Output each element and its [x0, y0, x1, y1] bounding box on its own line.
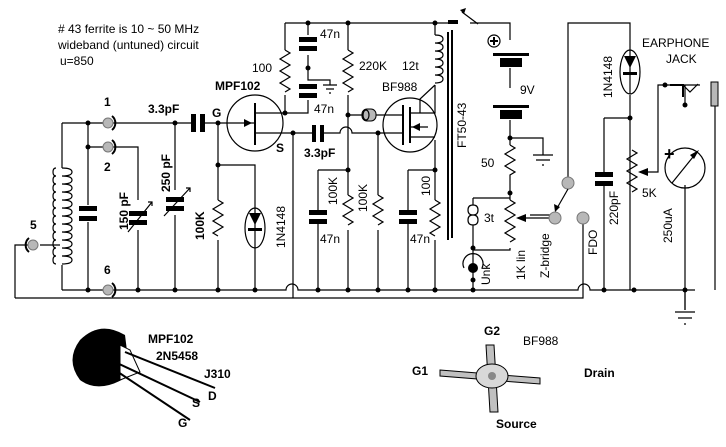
capacitor-shunt	[79, 206, 97, 221]
capacitor-couple-3p3	[312, 125, 324, 142]
diode-gate-1n4148	[244, 205, 266, 250]
note-line-3: u=850	[60, 54, 94, 68]
ground-icon	[533, 154, 553, 166]
earphone-label: EARPHONE	[642, 36, 709, 50]
meter-250ua	[664, 147, 706, 189]
resistor-100k-a	[341, 194, 355, 226]
terminal-6[interactable]	[102, 282, 117, 298]
resistor-50	[503, 144, 517, 178]
cap-47n-a-label: 47n	[320, 232, 340, 246]
source-label: S	[276, 141, 284, 155]
ground-icon	[323, 84, 337, 94]
mosfet-package-drawing	[439, 344, 541, 413]
mosfet-pinout-name: BF988	[523, 334, 559, 348]
couple-cap-label: 3.3pF	[304, 146, 335, 160]
resistor-gate-100k	[211, 199, 225, 237]
ground-icon	[675, 311, 695, 325]
gate-resistor-label: 100K	[193, 211, 207, 240]
mosfet-bf988	[382, 84, 438, 153]
detector-diode-label: 1N4148	[601, 56, 615, 98]
junction-dots	[85, 20, 688, 293]
power-switch[interactable]	[448, 8, 479, 25]
resistor-drain-100	[278, 49, 292, 93]
meter-plus-sign: +	[664, 144, 675, 164]
jfet-pinout-name-1: MPF102	[148, 332, 194, 346]
mosfet-pin-g1: G1	[412, 364, 428, 378]
pot-1k-label: 1K lin	[514, 250, 528, 280]
capacitor-220pf	[595, 172, 613, 186]
jack-label: JACK	[666, 52, 697, 66]
battery-label: 9V	[520, 83, 535, 97]
top-cap-2-label: 47n	[314, 102, 334, 116]
capacitor-top-47n-1	[299, 37, 317, 51]
pickup-coil	[52, 167, 73, 265]
drain-resistor-label: 100	[252, 61, 272, 75]
terminal-6-label: 6	[104, 263, 111, 277]
capacitor-top-47n-2	[299, 84, 317, 98]
pot-5k-label: 5K	[642, 186, 657, 200]
terminal-1-label: 1	[104, 95, 111, 109]
zbridge-label: Z-bridge	[538, 233, 552, 278]
r100k-b-label: 100K	[356, 184, 370, 212]
potentiometer-5k	[625, 149, 648, 193]
input-cap-label: 3.3pF	[148, 102, 179, 116]
unk-label: Unk	[479, 263, 493, 285]
coil-3t-label: 3t	[484, 211, 495, 225]
terminal-2[interactable]	[102, 139, 117, 155]
earphone-jack[interactable]	[670, 81, 719, 107]
diode-detector-1n4148	[619, 49, 641, 95]
potentiometer-1k	[503, 199, 550, 243]
gate-diode-label: 1N4148	[274, 206, 288, 248]
resistor-100k-b	[371, 194, 385, 226]
gate-label: G	[212, 106, 221, 120]
coil-3t	[467, 204, 479, 232]
selector-switch[interactable]	[548, 176, 590, 225]
mosfet-pin-drain: Drain	[584, 366, 615, 380]
mosfet-pin-source: Source	[496, 417, 537, 431]
r100-label: 100	[419, 176, 433, 196]
jfet-pinout-name-3: J310	[204, 367, 231, 381]
cap-47n-b-label: 47n	[410, 232, 430, 246]
jfet-pinout-name-2: 2N5458	[156, 349, 198, 363]
r50-label: 50	[481, 156, 495, 170]
r100k-a-label: 100K	[326, 177, 340, 205]
jfet-label: MPF102	[215, 79, 261, 93]
note-line-2: wideband (untuned) circuit	[57, 38, 199, 52]
coil-12t-label: 12t	[402, 59, 419, 73]
ferrite-label: FT50-43	[455, 102, 469, 148]
trimmer-150-label: 150 pF	[117, 192, 131, 230]
ferrite-bead	[361, 108, 377, 122]
r220k-label: 220K	[359, 59, 387, 73]
mosfet-pin-g2: G2	[484, 324, 500, 338]
note-line-1: # 43 ferrite is 10 ~ 50 MHz	[58, 22, 199, 36]
battery-9v	[487, 34, 529, 119]
trimmer-250pf	[163, 187, 191, 217]
meter-label: 250uA	[661, 208, 675, 243]
unknown-jack[interactable]	[462, 253, 484, 273]
jfet-pin-g: G	[178, 416, 187, 430]
coil-12t	[434, 34, 444, 84]
trimmer-150pf	[127, 201, 153, 233]
terminal-5-label: 5	[30, 218, 37, 232]
trimmer-250-label: 250 pF	[159, 154, 173, 192]
jfet-pin-s: S	[192, 396, 200, 410]
cap-220pf-label: 220pF	[607, 191, 621, 225]
top-cap-1-label: 47n	[320, 27, 340, 41]
terminal-1[interactable]	[102, 115, 117, 131]
jfet-package-drawing	[72, 328, 216, 421]
terminal-5[interactable]	[24, 237, 39, 253]
capacitor-47n-b	[399, 210, 417, 224]
ferrite-core-ft50-43	[447, 30, 453, 240]
resistor-220k	[341, 49, 355, 93]
jfet-mpf102	[225, 94, 285, 152]
jfet-pin-d: D	[208, 389, 217, 403]
mosfet-label: BF988	[382, 80, 418, 94]
fdo-label: FDO	[586, 230, 600, 255]
resistor-100	[428, 199, 442, 237]
capacitor-47n-a	[309, 210, 327, 224]
capacitor-input-3p3	[191, 114, 205, 132]
terminal-2-label: 2	[104, 160, 111, 174]
